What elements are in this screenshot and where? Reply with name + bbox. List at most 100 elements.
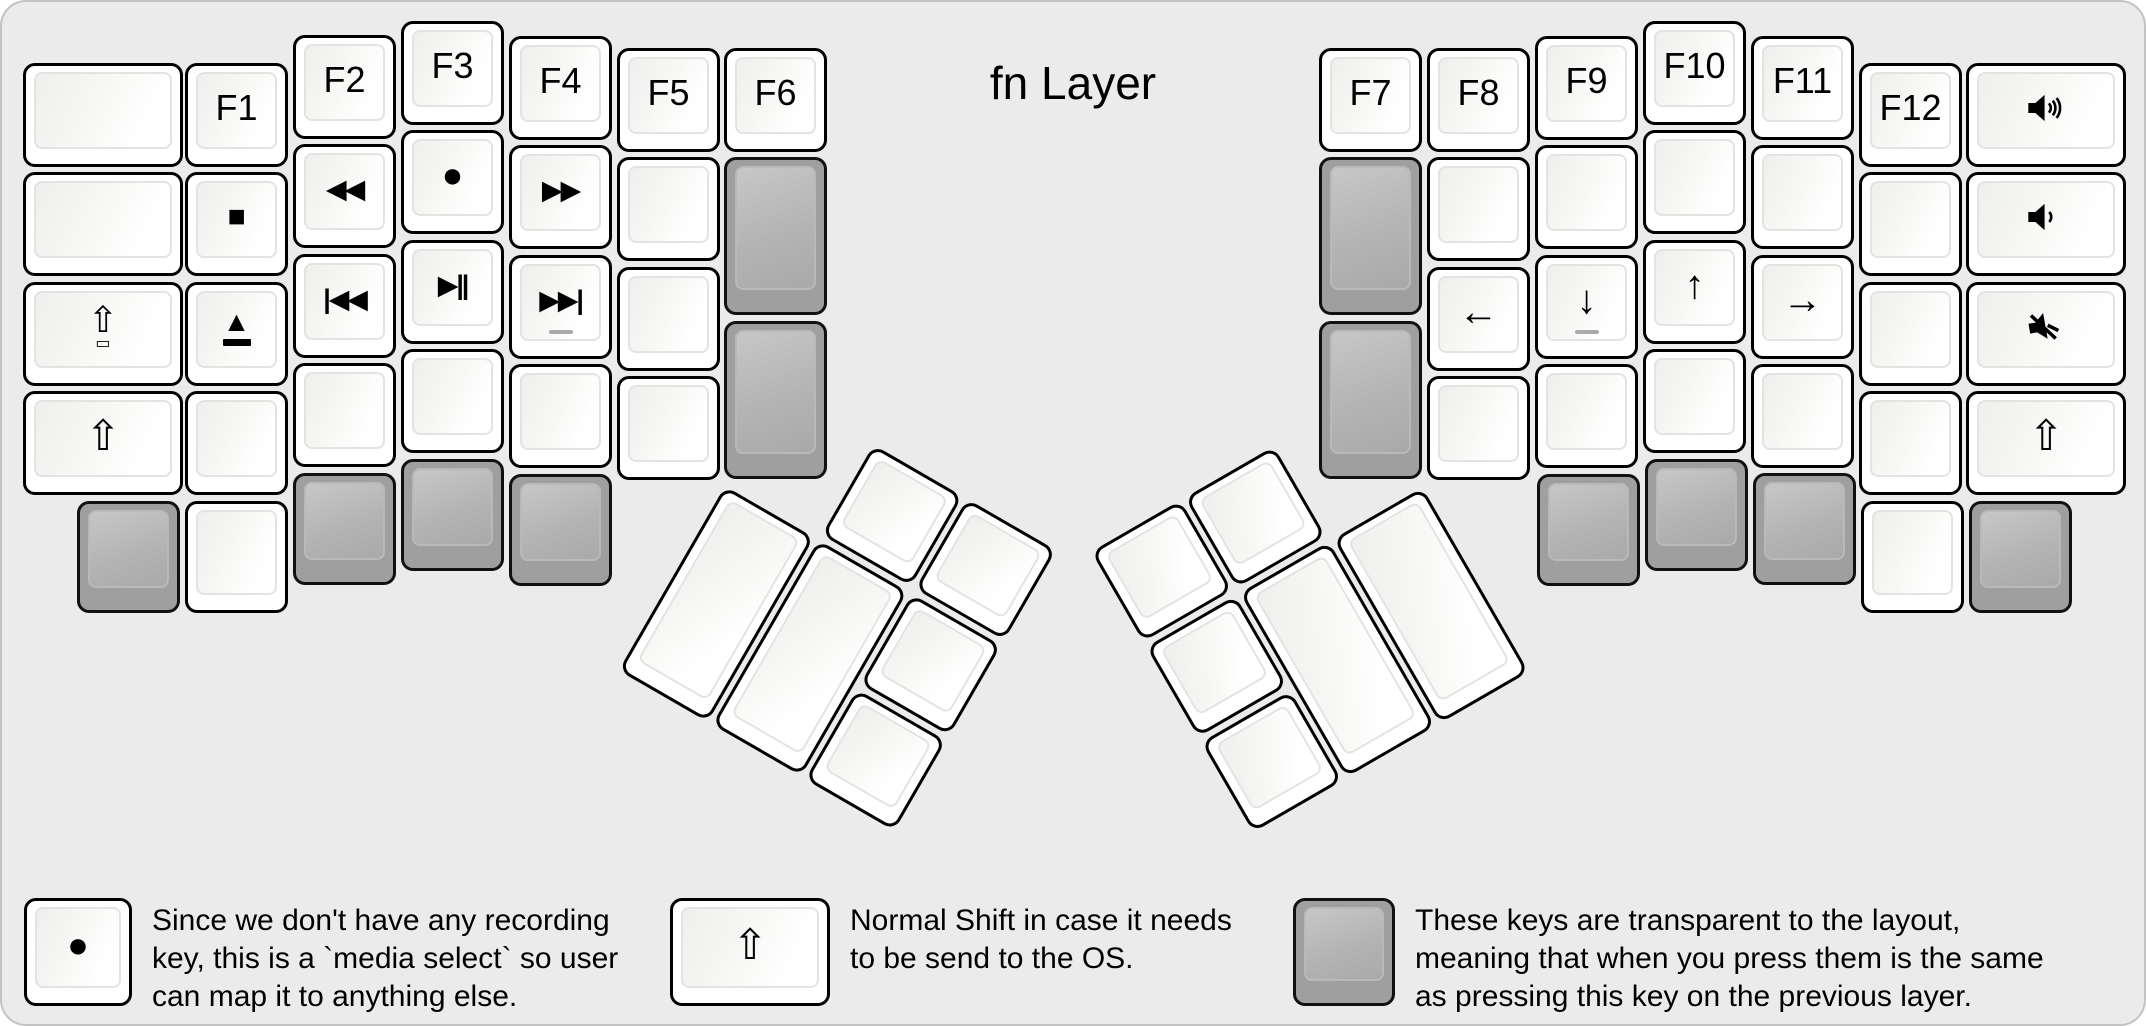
key-shift-right[interactable]: ⇧ bbox=[1966, 391, 2126, 495]
keycap-surface bbox=[1977, 72, 2115, 149]
key-play-pause[interactable]: ▶|| bbox=[401, 240, 504, 344]
key-label bbox=[296, 476, 393, 562]
key-blank[interactable] bbox=[1643, 349, 1746, 453]
key-blank[interactable] bbox=[185, 391, 288, 495]
key-f7[interactable]: F7 bbox=[1319, 48, 1422, 152]
key-label bbox=[188, 504, 285, 596]
keycap-surface bbox=[1762, 45, 1843, 122]
key-right-arrow[interactable]: → bbox=[1751, 255, 1854, 359]
key-fast-forward[interactable]: ▶▶ bbox=[509, 145, 612, 249]
key-f11[interactable]: F11 bbox=[1751, 36, 1854, 140]
key-label bbox=[1862, 175, 1959, 259]
legend-text: These keys are transparent to the layout… bbox=[1415, 898, 2044, 1016]
key-label: ↓ bbox=[1576, 278, 1597, 322]
keycap-surface bbox=[1330, 166, 1411, 290]
key-blank[interactable] bbox=[1751, 364, 1854, 468]
keycap-surface bbox=[1870, 181, 1951, 258]
key-blank[interactable] bbox=[401, 349, 504, 453]
key-blank[interactable] bbox=[1535, 364, 1638, 468]
keycap-surface bbox=[681, 907, 819, 988]
key-f8[interactable]: F8 bbox=[1427, 48, 1530, 152]
keycap-surface bbox=[520, 45, 601, 122]
keycap-surface bbox=[1870, 291, 1951, 368]
keycap-surface bbox=[412, 139, 493, 216]
volume-mute-icon bbox=[1969, 285, 2123, 369]
key-eject[interactable]: ▲ bbox=[185, 282, 288, 386]
key-next-track[interactable]: ▶▶| bbox=[509, 255, 612, 359]
key-blank[interactable] bbox=[1861, 501, 1964, 613]
key-blank[interactable] bbox=[1859, 172, 1962, 276]
key-blank[interactable] bbox=[1859, 391, 1962, 495]
key-label: |◀◀ bbox=[323, 283, 368, 314]
key-f6[interactable]: F6 bbox=[724, 48, 827, 152]
key-down-arrow[interactable]: ↓ bbox=[1535, 255, 1638, 359]
key-transparent[interactable] bbox=[1319, 157, 1422, 315]
key-f4[interactable]: F4 bbox=[509, 36, 612, 140]
key-label: ⇧ bbox=[85, 412, 121, 459]
key-blank[interactable] bbox=[1859, 282, 1962, 386]
caps-lock-icon: ⇧▭ bbox=[87, 299, 119, 352]
key-blank[interactable] bbox=[1427, 376, 1530, 480]
tap-dash-marker bbox=[548, 330, 573, 334]
key-transparent[interactable] bbox=[1645, 459, 1748, 571]
key-stop[interactable]: ■ bbox=[185, 172, 288, 276]
key-blank[interactable] bbox=[617, 157, 720, 261]
keycap-surface bbox=[1546, 264, 1627, 341]
key-blank[interactable] bbox=[185, 501, 288, 613]
key-f3[interactable]: F3 bbox=[401, 21, 504, 125]
key-blank-top-left-1[interactable] bbox=[23, 63, 183, 167]
key-prev-track[interactable]: |◀◀ bbox=[293, 254, 396, 358]
key-f1[interactable]: F1 bbox=[185, 63, 288, 167]
key-transparent[interactable] bbox=[724, 321, 827, 479]
keycap-surface bbox=[304, 372, 385, 449]
key-transparent[interactable] bbox=[1969, 501, 2072, 613]
key-blank[interactable] bbox=[617, 376, 720, 480]
key-blank[interactable] bbox=[509, 364, 612, 468]
key-transparent[interactable] bbox=[724, 157, 827, 315]
key-volume-up[interactable] bbox=[1966, 63, 2126, 167]
record-key-icon: ● bbox=[24, 898, 132, 1006]
key-transparent[interactable] bbox=[509, 474, 612, 586]
keycap-surface bbox=[1980, 510, 2061, 588]
key-blank[interactable] bbox=[1427, 157, 1530, 261]
key-transparent[interactable] bbox=[1319, 321, 1422, 479]
key-volume-down[interactable] bbox=[1966, 172, 2126, 276]
key-blank-top-left-2[interactable] bbox=[23, 172, 183, 276]
key-f10[interactable]: F10 bbox=[1643, 21, 1746, 125]
key-up-arrow[interactable]: ↑ bbox=[1643, 240, 1746, 344]
legend-line: Normal Shift in case it needs bbox=[850, 904, 1232, 937]
key-f2[interactable]: F2 bbox=[293, 35, 396, 139]
key-blank[interactable] bbox=[1643, 130, 1746, 234]
keycap-surface bbox=[34, 181, 172, 258]
key-blank[interactable] bbox=[293, 363, 396, 467]
key-transparent[interactable] bbox=[77, 501, 180, 613]
keycap-surface bbox=[520, 483, 601, 561]
key-transparent[interactable] bbox=[1753, 473, 1856, 585]
keycap-surface bbox=[304, 482, 385, 560]
key-blank[interactable] bbox=[1751, 145, 1854, 249]
key-caps-lock[interactable]: ⇧▭ bbox=[23, 282, 183, 386]
key-shift-left[interactable]: ⇧ bbox=[23, 391, 183, 495]
key-label bbox=[1862, 394, 1959, 478]
key-blank[interactable] bbox=[617, 267, 720, 371]
key-rewind[interactable]: ◀◀ bbox=[293, 144, 396, 248]
key-transparent[interactable] bbox=[293, 473, 396, 585]
key-label: ▶|| bbox=[437, 269, 470, 300]
key-blank[interactable] bbox=[1535, 145, 1638, 249]
keycap-surface bbox=[1548, 483, 1629, 561]
key-label bbox=[1648, 462, 1745, 548]
key-transparent[interactable] bbox=[401, 459, 504, 571]
keycap-surface bbox=[735, 57, 816, 134]
key-f9[interactable]: F9 bbox=[1535, 36, 1638, 140]
keycap-surface bbox=[196, 291, 277, 368]
keycap-surface bbox=[196, 181, 277, 258]
key-f12[interactable]: F12 bbox=[1859, 63, 1962, 167]
key-f5[interactable]: F5 bbox=[617, 48, 720, 152]
key-transparent[interactable] bbox=[1537, 474, 1640, 586]
key-label bbox=[1322, 324, 1419, 456]
record-key-icon: ● bbox=[24, 898, 132, 1016]
key-record-media-select[interactable]: ● bbox=[401, 130, 504, 234]
key-left-arrow[interactable]: ← bbox=[1427, 267, 1530, 371]
key-mute[interactable] bbox=[1966, 282, 2126, 386]
